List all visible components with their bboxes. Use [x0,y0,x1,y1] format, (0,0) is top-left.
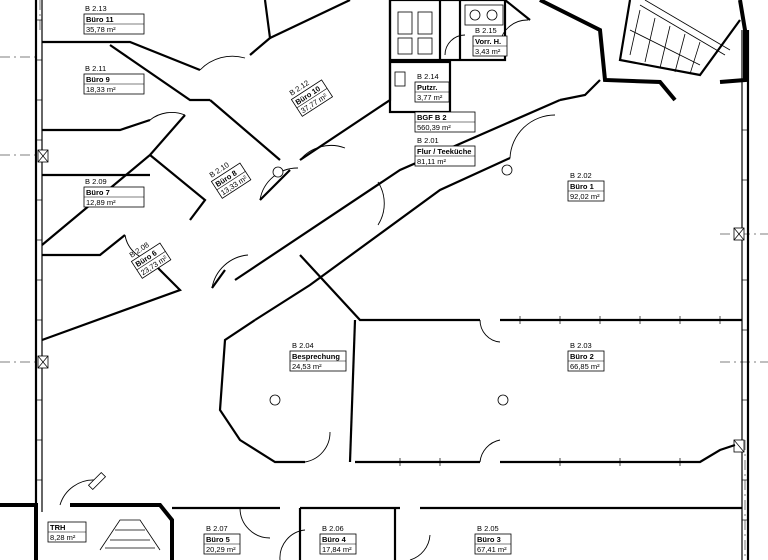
service-core [388,0,531,114]
svg-text:B 2.04: B 2.04 [292,341,314,350]
svg-text:Büro 5: Büro 5 [206,535,230,544]
svg-text:B 2.03: B 2.03 [570,341,592,350]
svg-text:35,78 m²: 35,78 m² [86,25,116,34]
room-label-b215: B 2.15 Vorr. H. 3,43 m² [472,26,508,57]
svg-text:66,85 m²: 66,85 m² [570,362,600,371]
room-label-b207: B 2.07 Büro 5 20,29 m² [203,524,241,555]
svg-text:Büro 3: Büro 3 [477,535,501,544]
svg-text:81,11 m²: 81,11 m² [417,157,447,166]
room-label-b203: B 2.03 Büro 2 66,85 m² [567,341,605,372]
room-label-b202: B 2.02 Büro 1 92,02 m² [567,171,605,202]
exterior-walls [34,0,750,560]
svg-text:18,33 m²: 18,33 m² [86,85,116,94]
svg-text:Büro 1: Büro 1 [570,182,594,191]
svg-text:67,41 m²: 67,41 m² [477,545,507,554]
svg-text:24,53 m²: 24,53 m² [292,362,322,371]
svg-text:B 2.06: B 2.06 [322,524,344,533]
svg-text:B 2.14: B 2.14 [417,72,439,81]
room-label-b213: B 2.13 Büro 11 35,78 m² [83,4,145,35]
svg-text:B 2.13: B 2.13 [85,4,107,13]
svg-text:B 2.02: B 2.02 [570,171,592,180]
room-label-b204: B 2.04 Besprechung 24,53 m² [289,341,347,372]
room-label-bgf: BGF B 2 560,39 m² [414,111,476,133]
svg-text:Büro 2: Büro 2 [570,352,594,361]
svg-text:B 2.05: B 2.05 [477,524,499,533]
svg-text:Besprechung: Besprechung [292,352,340,361]
svg-text:Vorr. H.: Vorr. H. [475,37,501,46]
svg-text:Büro 4: Büro 4 [322,535,347,544]
svg-text:8,28 m²: 8,28 m² [50,533,76,542]
svg-text:20,29 m²: 20,29 m² [206,545,236,554]
svg-text:BGF B 2: BGF B 2 [417,113,447,122]
room-label-trh: TRH 8,28 m² [47,521,87,543]
svg-text:Büro 7: Büro 7 [86,188,110,197]
svg-text:3,43 m²: 3,43 m² [475,47,501,56]
svg-text:B 2.09: B 2.09 [85,177,107,186]
svg-text:B 2.07: B 2.07 [206,524,228,533]
svg-text:17,84 m²: 17,84 m² [322,545,352,554]
svg-text:Putzr.: Putzr. [417,83,437,92]
room-label-b209: B 2.09 Büro 7 12,89 m² [83,177,145,208]
room-label-b208: B 2.08 Büro 6 23,73 m² [128,240,172,279]
svg-text:Flur / Teeküche: Flur / Teeküche [417,147,471,156]
center-partitions [218,254,742,466]
room-label-b206: B 2.06 Büro 4 17,84 m² [319,524,357,555]
svg-text:92,02 m²: 92,02 m² [570,192,600,201]
svg-text:Büro 11: Büro 11 [86,15,114,24]
svg-text:B 2.11: B 2.11 [85,64,106,73]
room-label-b210: B 2.10 Büro 8 13,33 m² [208,160,252,199]
bottom-wing [0,471,742,560]
room-label-b214: B 2.14 Putzr. 3,77 m² [414,72,450,103]
room-label-b201: B 2.01 Flur / Teeküche 81,11 m² [414,136,476,167]
svg-text:12,89 m²: 12,89 m² [86,198,116,207]
room-label-b211: B 2.11 Büro 9 18,33 m² [83,64,145,95]
room-label-b212: B 2.12 Büro 10 37,77 m² [288,78,334,117]
svg-text:560,39 m²: 560,39 m² [417,123,451,132]
svg-text:TRH: TRH [50,523,65,532]
svg-text:Büro 9: Büro 9 [86,75,110,84]
svg-text:B 2.01: B 2.01 [417,136,439,145]
svg-text:3,77 m²: 3,77 m² [417,93,443,102]
room-label-b205: B 2.05 Büro 3 67,41 m² [474,524,512,555]
svg-text:B 2.15: B 2.15 [475,26,497,35]
upper-right-stair [509,0,747,159]
